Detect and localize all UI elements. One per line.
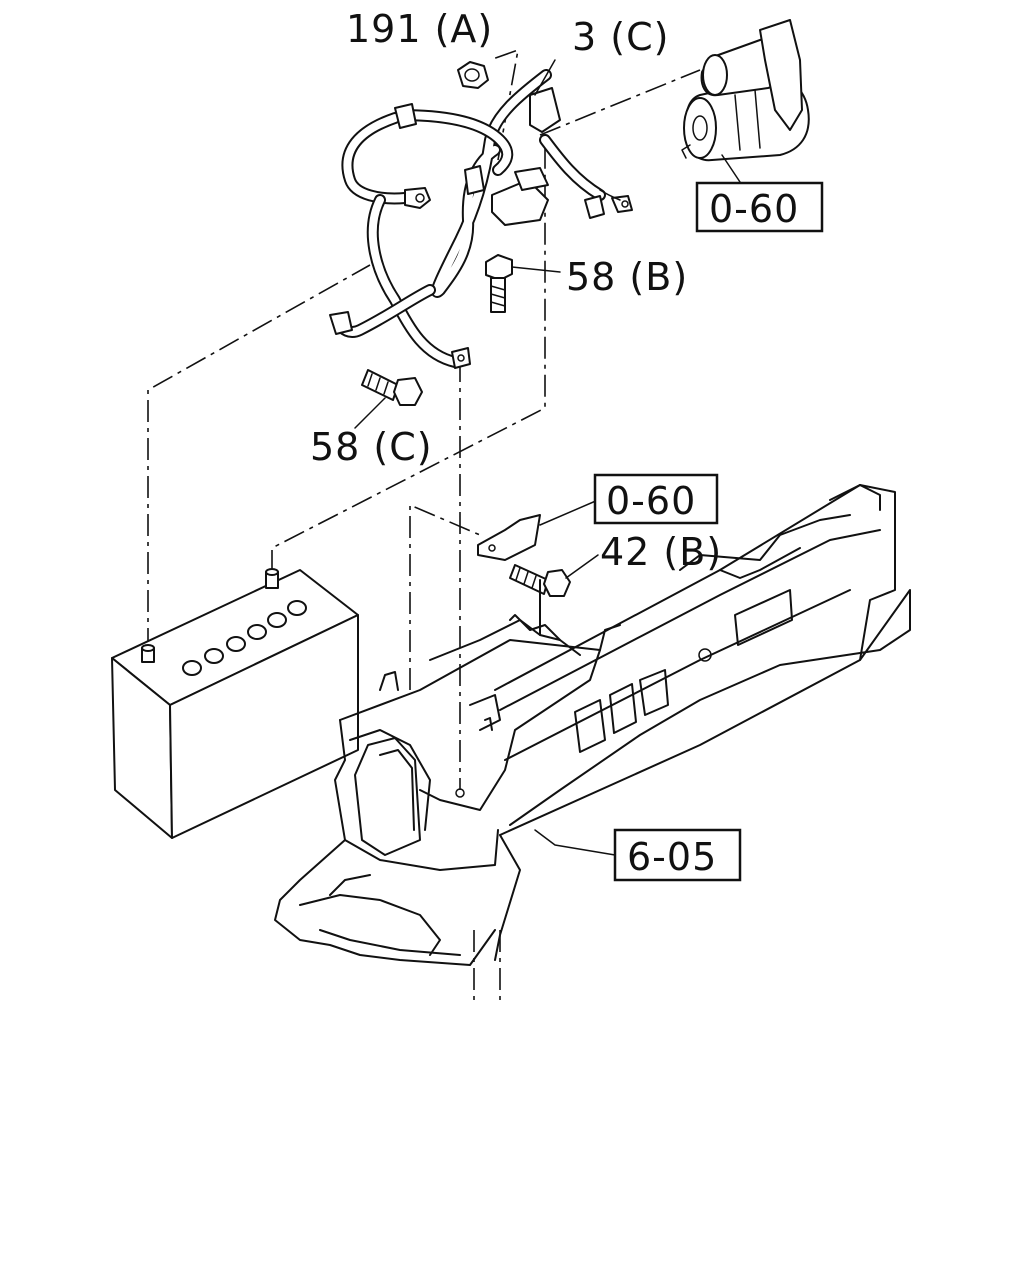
callout-3c[interactable]: 3 (C) xyxy=(572,15,669,59)
bolt-42b[interactable] xyxy=(509,564,571,597)
battery[interactable] xyxy=(111,568,359,839)
callouts: 191 (A) 3 (C) 58 (B) 58 (C) 42 (B) xyxy=(310,7,722,574)
reference-bracket-label: 0-60 xyxy=(606,479,696,523)
battery-cable-3c[interactable] xyxy=(329,69,633,369)
callout-191a[interactable]: 191 (A) xyxy=(346,7,493,51)
callout-42b[interactable]: 42 (B) xyxy=(600,530,722,574)
reference-starter[interactable]: 0-60 xyxy=(695,181,824,233)
reference-frame-label: 6-05 xyxy=(627,835,717,879)
bolt-58b[interactable] xyxy=(485,254,513,313)
bolt-58c[interactable] xyxy=(361,369,423,406)
alignment-lines xyxy=(147,48,701,1005)
starter-motor[interactable] xyxy=(681,19,810,162)
reference-frame[interactable]: 6-05 xyxy=(613,828,742,882)
reference-bracket[interactable]: 0-60 xyxy=(593,473,719,525)
callout-58c[interactable]: 58 (C) xyxy=(310,425,433,469)
nut-191a[interactable] xyxy=(457,61,489,89)
mounting-bracket[interactable] xyxy=(477,514,541,561)
leader-lines xyxy=(354,59,741,856)
callout-58b[interactable]: 58 (B) xyxy=(566,255,688,299)
reference-starter-label: 0-60 xyxy=(709,187,799,231)
frame-battery-tray[interactable] xyxy=(274,484,911,966)
